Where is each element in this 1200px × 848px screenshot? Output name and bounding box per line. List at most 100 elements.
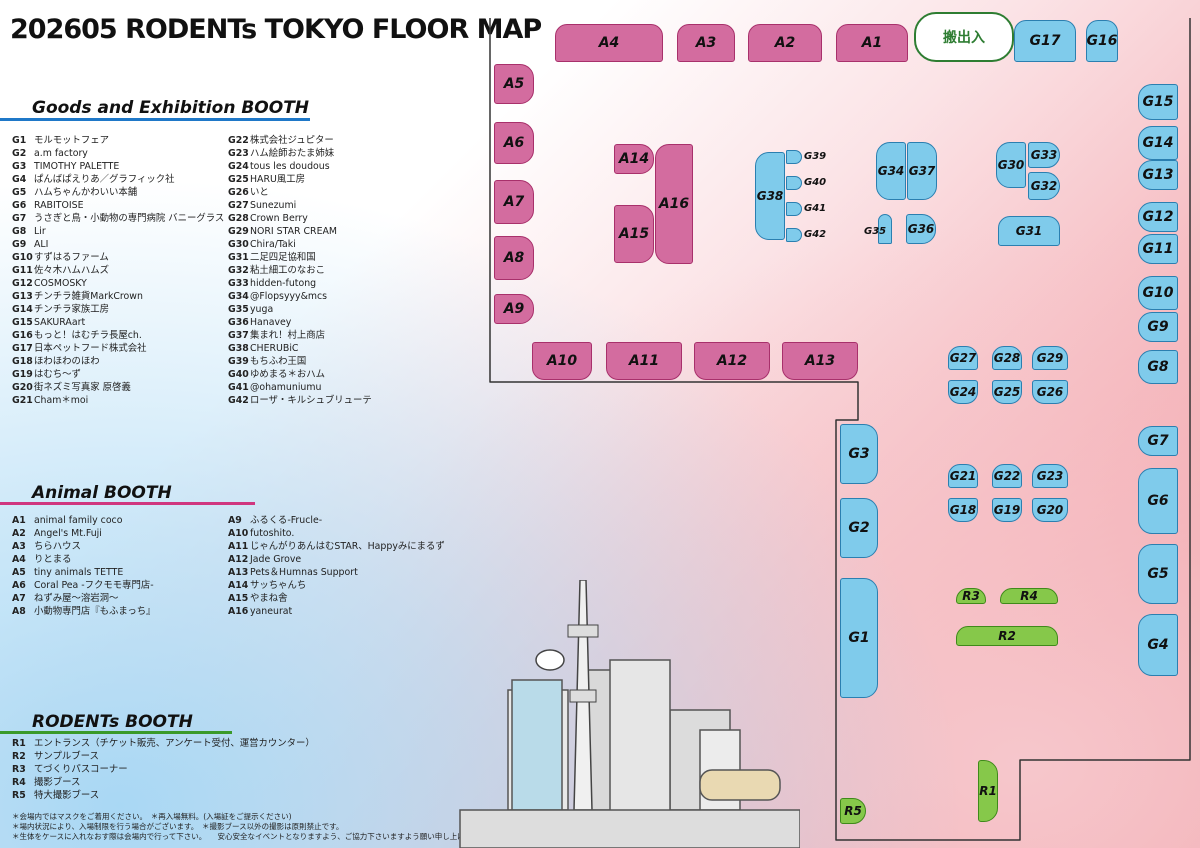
booth-g37: G37: [907, 142, 937, 200]
booth-name: tous les doudous: [250, 161, 330, 172]
booth-g11: G11: [1138, 234, 1178, 264]
booth-code: G11: [12, 265, 33, 276]
booth-code: G30: [228, 239, 249, 250]
booth-g21: G21: [948, 464, 978, 488]
booth-g30: G30: [996, 142, 1026, 188]
booth-code: G4: [12, 174, 27, 185]
booth-name: チンチラ家族工房: [34, 304, 110, 315]
booth-code: G20: [12, 382, 33, 393]
booth-code: G16: [12, 330, 33, 341]
booth-g36: G36: [906, 214, 936, 244]
booth-code: G40: [228, 369, 249, 380]
booth-code: G14: [12, 304, 33, 315]
booth-g13: G13: [1138, 160, 1178, 190]
booth-code: A2: [12, 528, 26, 539]
loading-dock: 搬出入: [914, 12, 1014, 62]
booth-name: Pets＆Humnas Support: [250, 567, 358, 578]
booth-name: SAKURAart: [34, 317, 86, 328]
booth-code: G34: [228, 291, 249, 302]
booth-code: G1: [12, 135, 27, 146]
booth-name: ゆめまる＊おハム: [250, 369, 326, 380]
booth-a9: A9: [494, 294, 534, 324]
booth-code: G13: [12, 291, 33, 302]
booth-name: 株式会社ジュピター: [250, 135, 334, 146]
booth-name: りとまる: [34, 554, 72, 565]
booth-code: G17: [12, 343, 33, 354]
booth-code: G26: [228, 187, 249, 198]
booth-code: G5: [12, 187, 27, 198]
booth-code: G33: [228, 278, 249, 289]
booth-label-g39: G39: [804, 151, 827, 162]
booth-name: てづくりパスコーナー: [34, 764, 128, 775]
booth-code: A5: [12, 567, 26, 578]
booth-g17: G17: [1014, 20, 1076, 62]
booth-name: 特大撮影ブース: [34, 790, 100, 801]
booth-code: A6: [12, 580, 26, 591]
booth-label-g40: G40: [804, 177, 827, 188]
booth-name: 街ネズミ写真家 原啓義: [34, 382, 131, 393]
booth-code: A4: [12, 554, 26, 565]
booth-name: すずはるファーム: [34, 252, 109, 263]
booth-name: hidden-futong: [250, 278, 317, 289]
booth-g24: G24: [948, 380, 978, 404]
booth-g39: [786, 150, 802, 164]
booth-name: futoshito.: [250, 528, 295, 539]
booth-g8: G8: [1138, 350, 1178, 384]
booth-name: ハムちゃんかわいい本舗: [34, 187, 138, 198]
booth-name: Hanavey: [250, 317, 292, 328]
booth-name: Sunezumi: [250, 200, 297, 211]
rodents-section-title: RODENTs BOOTH: [32, 712, 193, 732]
booth-a5: A5: [494, 64, 534, 104]
booth-code: G42: [228, 395, 249, 406]
booth-name: a.m factory: [34, 148, 88, 159]
goods-legend-row: G34@Flopsyyy&mcs: [228, 290, 372, 303]
booth-r4: R4: [1000, 588, 1058, 604]
booth-name: ねずみ屋～溶岩洞～: [34, 593, 119, 604]
booth-name: ローザ・キルシュブリューテ: [250, 395, 372, 406]
booth-code: A3: [12, 541, 26, 552]
booth-a2: A2: [748, 24, 822, 62]
booth-g18: G18: [948, 498, 978, 522]
booth-a1: A1: [836, 24, 908, 62]
booth-code: G3: [12, 161, 27, 172]
booth-label-g42: G42: [804, 229, 827, 240]
booth-name: エントランス（チケット販売、アンケート受付、運営カウンター）: [34, 738, 315, 749]
booth-label-g41: G41: [804, 203, 827, 214]
booth-name: yuga: [250, 304, 274, 315]
booth-g40: [786, 176, 802, 190]
booth-name: 日本ペットフード株式会社: [34, 343, 147, 354]
booth-code: G15: [12, 317, 33, 328]
booth-a11: A11: [606, 342, 682, 380]
booth-name: Lir: [34, 226, 46, 237]
skyline-illustration: [459, 580, 800, 848]
booth-code: A16: [228, 606, 249, 617]
